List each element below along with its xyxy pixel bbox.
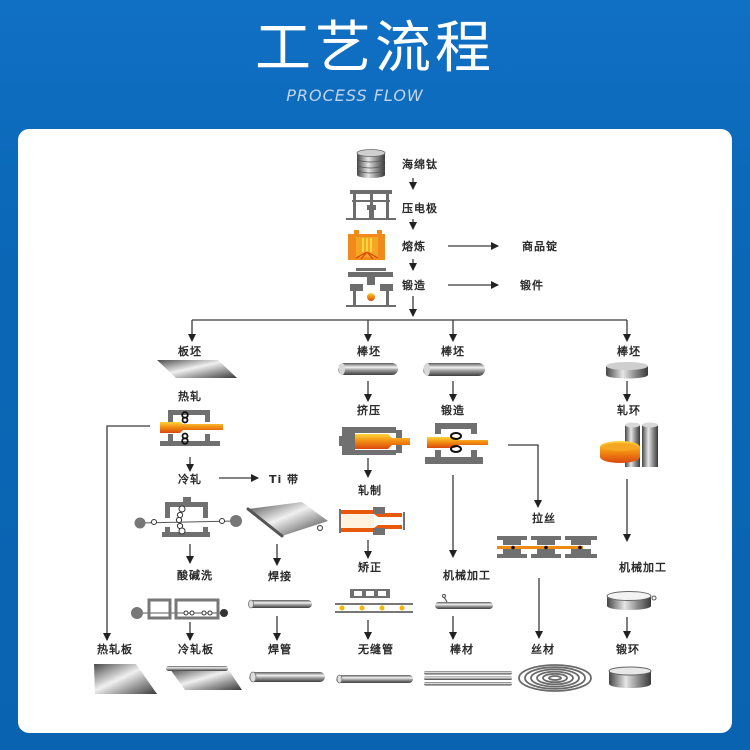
connectors xyxy=(103,178,631,641)
welded-pipe-icon xyxy=(249,671,325,683)
label-tube-rolling: 轧制 xyxy=(358,484,382,497)
label-extrusion: 挤压 xyxy=(357,404,381,417)
label-hot-rolling: 热轧 xyxy=(178,390,202,403)
label-forged-ring: 锻环 xyxy=(616,643,640,656)
label-ring-machining: 机械加工 xyxy=(619,561,667,574)
forging-press-icon xyxy=(346,268,396,307)
label-electrode-pressing: 压电极 xyxy=(402,202,438,215)
melting-furnace-icon xyxy=(348,230,385,260)
label-cold-rolled-plate: 冷轧板 xyxy=(178,643,214,656)
label-bar-machining: 机械加工 xyxy=(443,569,491,582)
label-slab: 板坯 xyxy=(178,345,202,358)
label-bar: 棒材 xyxy=(450,643,474,656)
hot-rolled-plate-icon xyxy=(94,664,157,694)
label-pickling: 酸碱洗 xyxy=(177,569,213,582)
ring-billet-disk-icon xyxy=(606,362,648,379)
label-wire: 丝材 xyxy=(531,643,555,656)
page-subtitle: PROCESS FLOW xyxy=(286,86,424,105)
straightening-machine-icon xyxy=(335,589,413,613)
label-tube-billet: 棒坯 xyxy=(357,345,381,358)
machined-ring-icon xyxy=(606,591,657,610)
page-title: 工艺流程 xyxy=(255,16,495,81)
ring-rolling-mill-icon xyxy=(600,422,658,467)
electrode-press-icon xyxy=(346,190,396,220)
label-commercial-ingot: 商品锭 xyxy=(522,240,558,253)
cold-rolled-plate-icon xyxy=(166,666,242,690)
hot-rolling-mill-icon xyxy=(160,410,223,446)
machined-bar-icon xyxy=(435,594,493,609)
label-welded-pipe: 焊管 xyxy=(268,643,292,656)
bar-billet-icon xyxy=(423,363,485,376)
label-forging: 锻造 xyxy=(402,279,426,292)
wire-drawing-dies-icon xyxy=(497,536,597,558)
bar-forging-press-icon xyxy=(425,423,488,464)
arrow-to-wire-drawing xyxy=(508,444,542,508)
welded-pipe-intermediate-icon xyxy=(248,599,312,609)
label-forgings: 锻件 xyxy=(520,279,544,292)
sponge-titanium-icon xyxy=(356,149,386,178)
label-ring-billet: 棒坯 xyxy=(617,345,641,358)
label-sponge-titanium: 海绵钛 xyxy=(402,158,438,171)
label-hot-rolled-plate: 热轧板 xyxy=(97,643,133,656)
pickling-line-icon xyxy=(131,598,228,620)
slab-icon xyxy=(157,360,237,378)
seamless-tube-icon xyxy=(336,674,413,684)
ti-strip-icon xyxy=(246,502,328,538)
forged-ring-icon xyxy=(608,666,652,688)
label-seamless-tube: 无缝管 xyxy=(358,643,394,656)
label-bar-billet: 棒坯 xyxy=(441,345,465,358)
arrow-to-hot-rolled-plate xyxy=(103,425,150,641)
label-straightening: 矫正 xyxy=(358,561,382,574)
wire-coil-icon xyxy=(518,664,592,692)
label-ring-rolling: 轧环 xyxy=(617,404,641,417)
bar-product-icon xyxy=(424,671,512,686)
label-melting: 熔炼 xyxy=(402,240,426,253)
label-cold-rolling: 冷轧 xyxy=(178,473,202,486)
label-ti-strip: Ti 带 xyxy=(268,473,300,486)
label-bar-forging: 锻造 xyxy=(441,404,465,417)
extrusion-press-icon xyxy=(339,427,410,455)
tube-rolling-icon xyxy=(339,507,405,535)
label-wire-drawing: 拉丝 xyxy=(532,512,556,525)
label-welding: 焊接 xyxy=(268,570,292,583)
tube-billet-icon xyxy=(338,363,398,375)
cold-rolling-mill-icon xyxy=(134,497,242,537)
